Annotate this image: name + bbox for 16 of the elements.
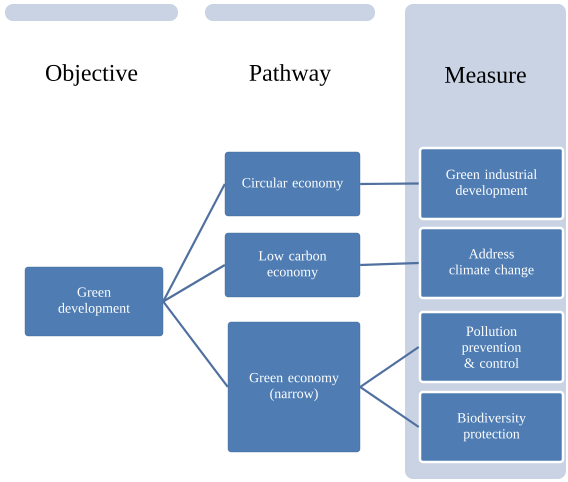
column-heading: Pathway — [250, 64, 332, 86]
column-heading: Measure — [445, 67, 526, 83]
process-box: Low carbon economy — [224, 232, 360, 298]
connector-line — [162, 264, 226, 302]
connector-line — [360, 262, 419, 266]
process-box: Green development — [24, 266, 164, 336]
column-heading: Objective — [46, 64, 138, 86]
connector-line — [162, 183, 226, 302]
measure-box: Pollution prevention & control — [418, 310, 564, 384]
connector-line — [360, 182, 419, 186]
measure-box: Green industrial development — [418, 146, 564, 220]
measure-box: Address climate change — [418, 226, 564, 300]
measure-box: Biodiversity protection — [418, 390, 564, 464]
process-box: Green economy (narrow) — [228, 322, 360, 452]
process-box: Circular economy — [224, 152, 360, 216]
connector-line — [162, 300, 229, 388]
